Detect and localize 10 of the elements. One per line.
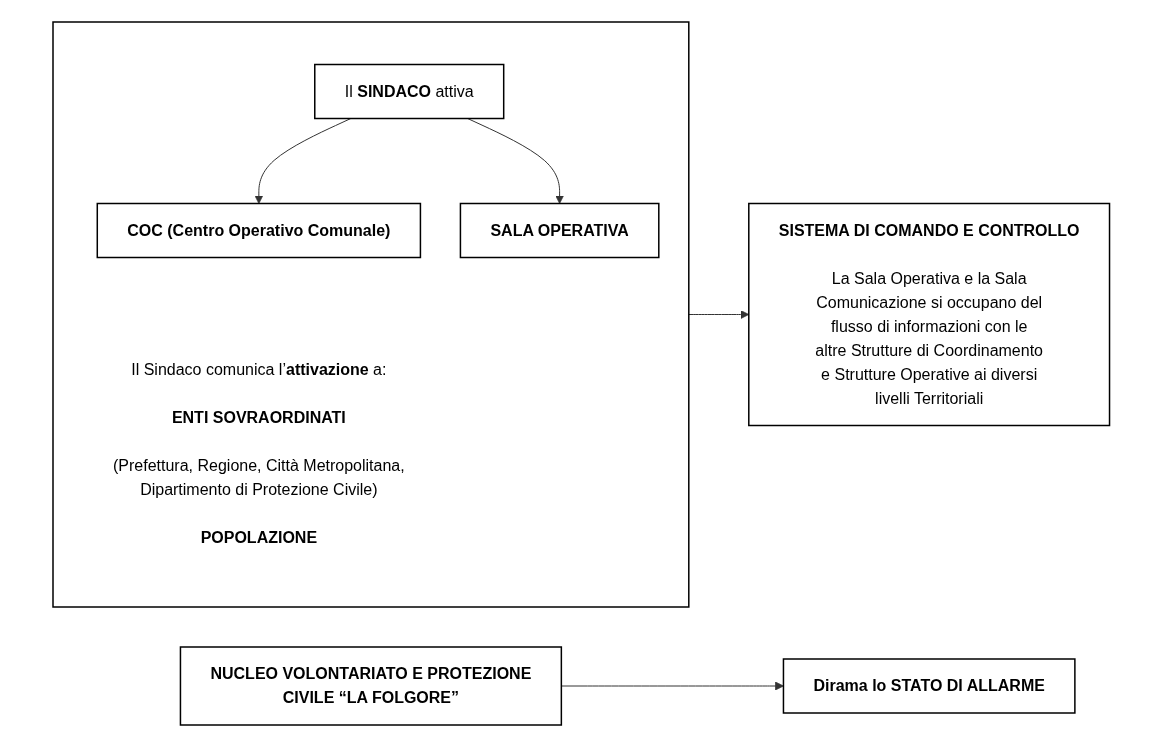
arrow	[467, 118, 565, 204]
node-box: NUCLEO VOLONTARIATO E PROTEZIONE CIVILE “LA FOLGORE”	[179, 646, 563, 726]
node-box: Dirama lo STATO DI ALLARME	[782, 658, 1076, 714]
arrow	[254, 118, 352, 204]
node-box: COC (Centro Operativo Comunale)	[96, 202, 422, 259]
cluster	[52, 21, 690, 608]
node-text: Il Sindaco comunica l’attivazione a: ENTI SOVRAORDINATI (Prefettura, Regione, Città Metropolitana, Dipartimento di Protezione Civile) POPOLAZIONE	[113, 360, 405, 546]
node-box: Il SINDACO attiva	[314, 63, 505, 120]
node-box: SISTEMA DI COMANDO E CONTROLLO La Sala Operativa e la Sala Comunicazione si occupano del flusso di informazioni con le altre Strutture di Coordinamento e Strutture Operative ai diversi livelli Territoriali	[748, 202, 1111, 427]
node-box: SALA OPERATIVA	[459, 202, 660, 259]
